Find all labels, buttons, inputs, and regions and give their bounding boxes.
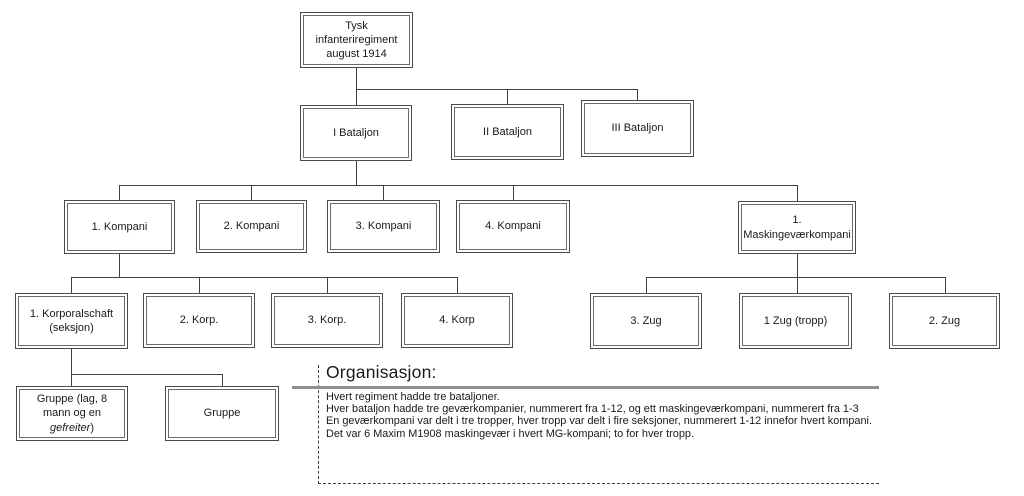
node-label: 1 Zug (tropp): [763, 314, 828, 327]
node-bataljon-i: I Bataljon: [300, 105, 412, 161]
connector-gruppe-bus: [71, 374, 222, 375]
connector-drop-korp-4: [457, 277, 458, 293]
node-kompani-3: 3. Kompani: [327, 200, 440, 253]
note-line-1: Hvert regiment hadde tre bataljoner.: [326, 391, 500, 403]
connector-korp-bus: [71, 277, 457, 278]
node-korp-3: 3. Korp.: [271, 293, 383, 348]
connector-drop-kompani-1: [119, 185, 120, 200]
connector-kompani-bus: [119, 185, 797, 186]
node-kompani-1: 1. Kompani: [64, 200, 175, 254]
node-label: III Bataljon: [611, 122, 664, 135]
connector-mg-kompani-stem: [797, 254, 798, 277]
note-line-3: En geværkompani var delt i tre tropper, …: [326, 415, 872, 428]
node-label: 3. Kompani: [355, 220, 412, 233]
node-regiment: Tysk infanteriregiment august 1914: [300, 12, 413, 68]
connector-zug-bus: [646, 277, 945, 278]
node-label: 2. Kompani: [223, 220, 280, 233]
node-gruppe-lag: Gruppe (lag, 8 mann og en gefreiter): [16, 386, 128, 441]
connector-korporalschaft-stem: [71, 349, 72, 374]
node-label: 1. Maskingeværkompani: [743, 214, 851, 241]
connector-drop-zug-1: [797, 277, 798, 293]
connector-bataljon-bus: [356, 89, 638, 90]
connector-drop-korp-2: [199, 277, 200, 293]
node-zug-2: 2. Zug: [889, 293, 1000, 349]
node-korp-2: 2. Korp.: [143, 293, 255, 348]
note-heading: Organisasjon:: [326, 362, 437, 382]
node-label: Gruppe (lag, 8 mann og en gefreiter): [36, 393, 108, 434]
node-label: II Bataljon: [483, 125, 532, 138]
node-bataljon-iii: III Bataljon: [581, 100, 694, 157]
node-label: 2. Korp.: [179, 314, 219, 327]
node-label: 1. Kompani: [91, 220, 148, 233]
connector-drop-kompani-4: [513, 185, 514, 200]
connector-drop-kompani-2: [251, 185, 252, 200]
node-label: 3. Zug: [630, 314, 662, 327]
node-kompani-2: 2. Kompani: [196, 200, 307, 253]
connector-bataljon-i-stem: [356, 161, 357, 185]
connector-drop-mg-kompani: [797, 185, 798, 201]
node-gruppe: Gruppe: [165, 386, 279, 441]
connector-drop-zug-2: [945, 277, 946, 293]
connector-drop-bataljon-iii: [637, 89, 638, 100]
connector-drop-kompani-3: [383, 185, 384, 200]
node-label: 1. Korporalschaft (seksjon): [29, 307, 114, 334]
node-kompani-4: 4. Kompani: [456, 200, 570, 253]
node-label: 4. Kompani: [485, 220, 541, 233]
connector-kompani-1-stem: [119, 254, 120, 277]
node-label: 2. Zug: [928, 314, 961, 327]
note-line-2: Hver bataljon hadde tre geværkompanier, …: [326, 403, 859, 416]
node-label: 4. Korp: [439, 314, 475, 327]
node-mg-kompani: 1. Maskingeværkompani: [738, 201, 856, 254]
node-label: 3. Korp.: [307, 314, 347, 327]
node-bataljon-ii: II Bataljon: [451, 104, 564, 160]
connector-regiment-stem: [356, 68, 357, 105]
note-line-4: Det var 6 Maxim M1908 maskingevær i hver…: [326, 427, 694, 440]
connector-drop-bataljon-ii: [507, 89, 508, 104]
connector-drop-zug-3: [646, 277, 647, 293]
connector-drop-gruppe-lag: [71, 374, 72, 386]
note-heading-rule: [292, 386, 879, 389]
node-zug-3: 3. Zug: [590, 293, 702, 349]
node-label: Tysk infanteriregiment august 1914: [315, 19, 398, 61]
note-dashed-frame: [318, 365, 879, 484]
connector-drop-gruppe: [222, 374, 223, 386]
node-label: I Bataljon: [333, 126, 379, 139]
node-korp-4: 4. Korp: [401, 293, 513, 348]
node-zug-1: 1 Zug (tropp): [739, 293, 852, 349]
connector-drop-korp-3: [327, 277, 328, 293]
node-label: Gruppe: [203, 407, 241, 420]
note-body: Hvert regiment hadde tre bataljoner. Hve…: [326, 391, 886, 440]
node-korporalschaft-1: 1. Korporalschaft (seksjon): [15, 293, 128, 349]
connector-drop-korporalschaft: [71, 277, 72, 293]
